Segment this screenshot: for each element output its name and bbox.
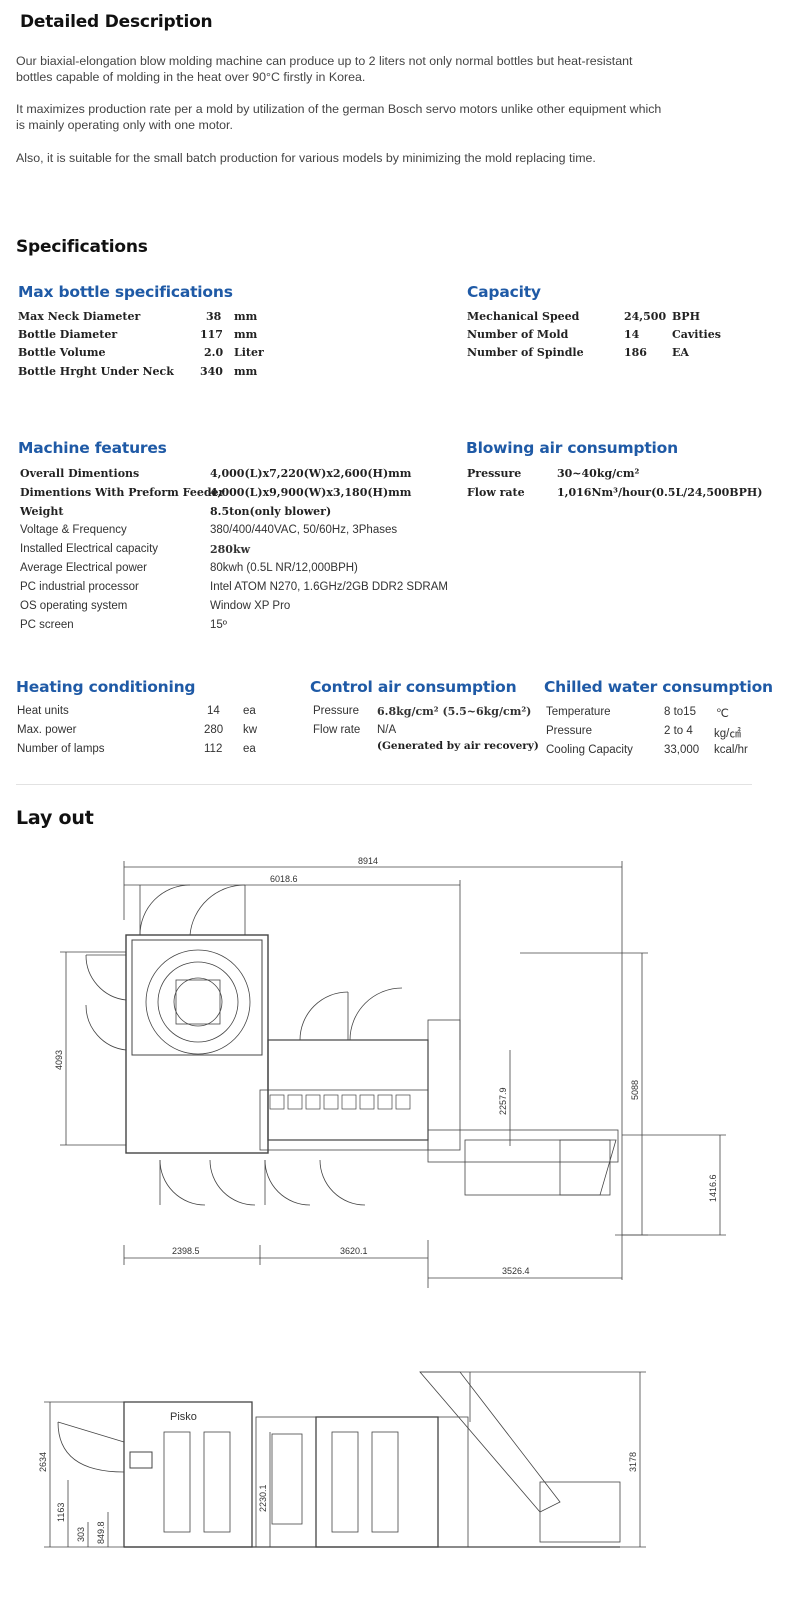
dim-h1: 2634: [38, 1452, 48, 1472]
spec-value: 6.8kg/cm² (5.5~6kg/cm²): [377, 705, 532, 718]
spec-value: 117: [200, 328, 223, 341]
dim-bottom-mid: 3620.1: [340, 1246, 368, 1256]
spec-unit: kg/㎠: [714, 728, 741, 740]
spec-unit: ℃: [716, 708, 729, 720]
dim-h2: 1163: [56, 1503, 66, 1522]
spec-label: Dimentions With Preform Feeder: [20, 486, 225, 499]
spec-unit: ea: [243, 743, 256, 755]
chilled-water-title: Chilled water consumption: [544, 678, 773, 696]
blowing-air-title: Blowing air consumption: [466, 439, 678, 457]
description-paragraph-3: Also, it is suitable for the small batch…: [16, 151, 596, 165]
spec-label: Number of Mold: [467, 328, 569, 341]
spec-value: 30~40kg/cm²: [557, 467, 640, 480]
dim-height-left: 4093: [54, 1050, 64, 1070]
spec-value: 2.0: [204, 346, 224, 359]
dim-bottom-left: 2398.5: [172, 1246, 200, 1256]
spec-label: Voltage & Frequency: [20, 524, 127, 536]
spec-label: Max Neck Diameter: [18, 310, 141, 323]
heating-title: Heating conditioning: [16, 678, 196, 696]
dim-total-width: 8914: [358, 856, 378, 866]
dim-right-small: 1416.6: [708, 1174, 718, 1202]
dim-h4: 849.8: [96, 1521, 106, 1544]
side-view-drawing: Pisko 2634 1163 303 849.8 2230.1 3178: [38, 1371, 646, 1548]
spec-label: Cooling Capacity: [546, 744, 633, 756]
spec-value: 24,500: [624, 310, 667, 323]
spec-unit: mm: [234, 365, 258, 378]
spec-value: 1,016Nm³/hour(0.5L/24,500BPH): [557, 486, 763, 499]
spec-value: 2 to 4: [664, 725, 693, 737]
specifications-title: Specifications: [16, 237, 148, 257]
capacity-title: Capacity: [467, 283, 541, 301]
spec-label: Weight: [20, 505, 64, 518]
spec-value: 340: [200, 365, 223, 378]
layout-title: Lay out: [16, 807, 94, 829]
spec-value: 80kwh (0.5L NR/12,000BPH): [210, 562, 358, 574]
spec-label: Bottle Diameter: [18, 328, 118, 341]
spec-label: Pressure: [313, 705, 360, 717]
control-air-note: (Generated by air recovery): [377, 740, 539, 752]
spec-label: Flow rate: [313, 724, 361, 736]
spec-value: 280kw: [210, 543, 251, 556]
dim-bottom-right: 3526.4: [502, 1266, 530, 1276]
spec-value: 15º: [210, 619, 227, 631]
spec-label: Temperature: [546, 706, 611, 718]
spec-label: Bottle Hrght Under Neck: [18, 365, 174, 378]
dim-upper-width: 6018.6: [270, 874, 298, 884]
spec-value: N/A: [377, 724, 397, 736]
spec-label: Installed Electrical capacity: [20, 543, 159, 555]
spec-value: 33,000: [664, 744, 700, 756]
spec-value: Intel ATOM N270, 1.6GHz/2GB DDR2 SDRAM: [210, 581, 448, 593]
spec-value: 8 to15: [664, 706, 696, 718]
spec-value: 4,000(L)x7,220(W)x2,600(H)mm: [210, 467, 412, 480]
spec-value: 280: [204, 724, 224, 736]
spec-label: Pressure: [546, 725, 593, 737]
machine-features-title: Machine features: [18, 439, 167, 457]
max-bottle-title: Max bottle specifications: [18, 283, 233, 301]
spec-value: 186: [624, 346, 647, 359]
plan-view-drawing: 8914 6018.6 4093 5088 2257.9 1416.6 2398…: [54, 856, 726, 1288]
spec-unit: Liter: [234, 346, 264, 359]
dim-mid: 2257.9: [498, 1087, 508, 1115]
dim-height-right: 5088: [630, 1080, 640, 1100]
dim-h6: 3178: [628, 1452, 638, 1472]
section-divider: [16, 784, 752, 785]
spec-label: Max. power: [17, 724, 77, 736]
spec-value: 112: [204, 743, 223, 755]
spec-label: Heat units: [17, 705, 69, 717]
control-air-title: Control air consumption: [310, 678, 517, 696]
spec-value: Window XP Pro: [210, 600, 291, 612]
spec-unit: ea: [243, 705, 256, 717]
description-paragraph-1: Our biaxial-elongation blow molding mach…: [16, 54, 633, 84]
spec-unit: kcal/hr: [714, 744, 748, 756]
brand-label: Pisko: [170, 1411, 197, 1423]
spec-label: Flow rate: [467, 486, 525, 499]
spec-label: PC industrial processor: [20, 581, 139, 593]
spec-unit: mm: [234, 310, 258, 323]
spec-label: Bottle Volume: [18, 346, 106, 359]
spec-label: Number of lamps: [17, 743, 105, 755]
spec-unit: mm: [234, 328, 258, 341]
spec-label: Pressure: [467, 467, 522, 480]
detailed-description-title: Detailed Description: [20, 12, 213, 32]
spec-unit: BPH: [672, 310, 700, 323]
spec-label: Mechanical Speed: [467, 310, 580, 323]
spec-label: Overall Dimentions: [20, 467, 140, 480]
spec-value: 14: [207, 705, 220, 717]
spec-label: PC screen: [20, 619, 74, 631]
spec-value: 38: [206, 310, 222, 323]
spec-label: Number of Spindle: [467, 346, 584, 359]
spec-value: 14: [624, 328, 640, 341]
dim-h5: 2230.1: [258, 1484, 268, 1512]
spec-value: 380/400/440VAC, 50/60Hz, 3Phases: [210, 524, 398, 536]
spec-label: OS operating system: [20, 600, 128, 612]
spec-value: 8.5ton(only blower): [210, 505, 332, 518]
dim-h3: 303: [76, 1527, 86, 1542]
spec-unit: Cavities: [672, 328, 721, 341]
spec-value: 4,000(L)x9,900(W)x3,180(H)mm: [210, 486, 412, 499]
description-paragraph-2: It maximizes production rate per a mold …: [16, 102, 662, 132]
spec-unit: kw: [243, 724, 258, 736]
spec-label: Average Electrical power: [20, 562, 147, 574]
spec-unit: EA: [672, 346, 689, 359]
